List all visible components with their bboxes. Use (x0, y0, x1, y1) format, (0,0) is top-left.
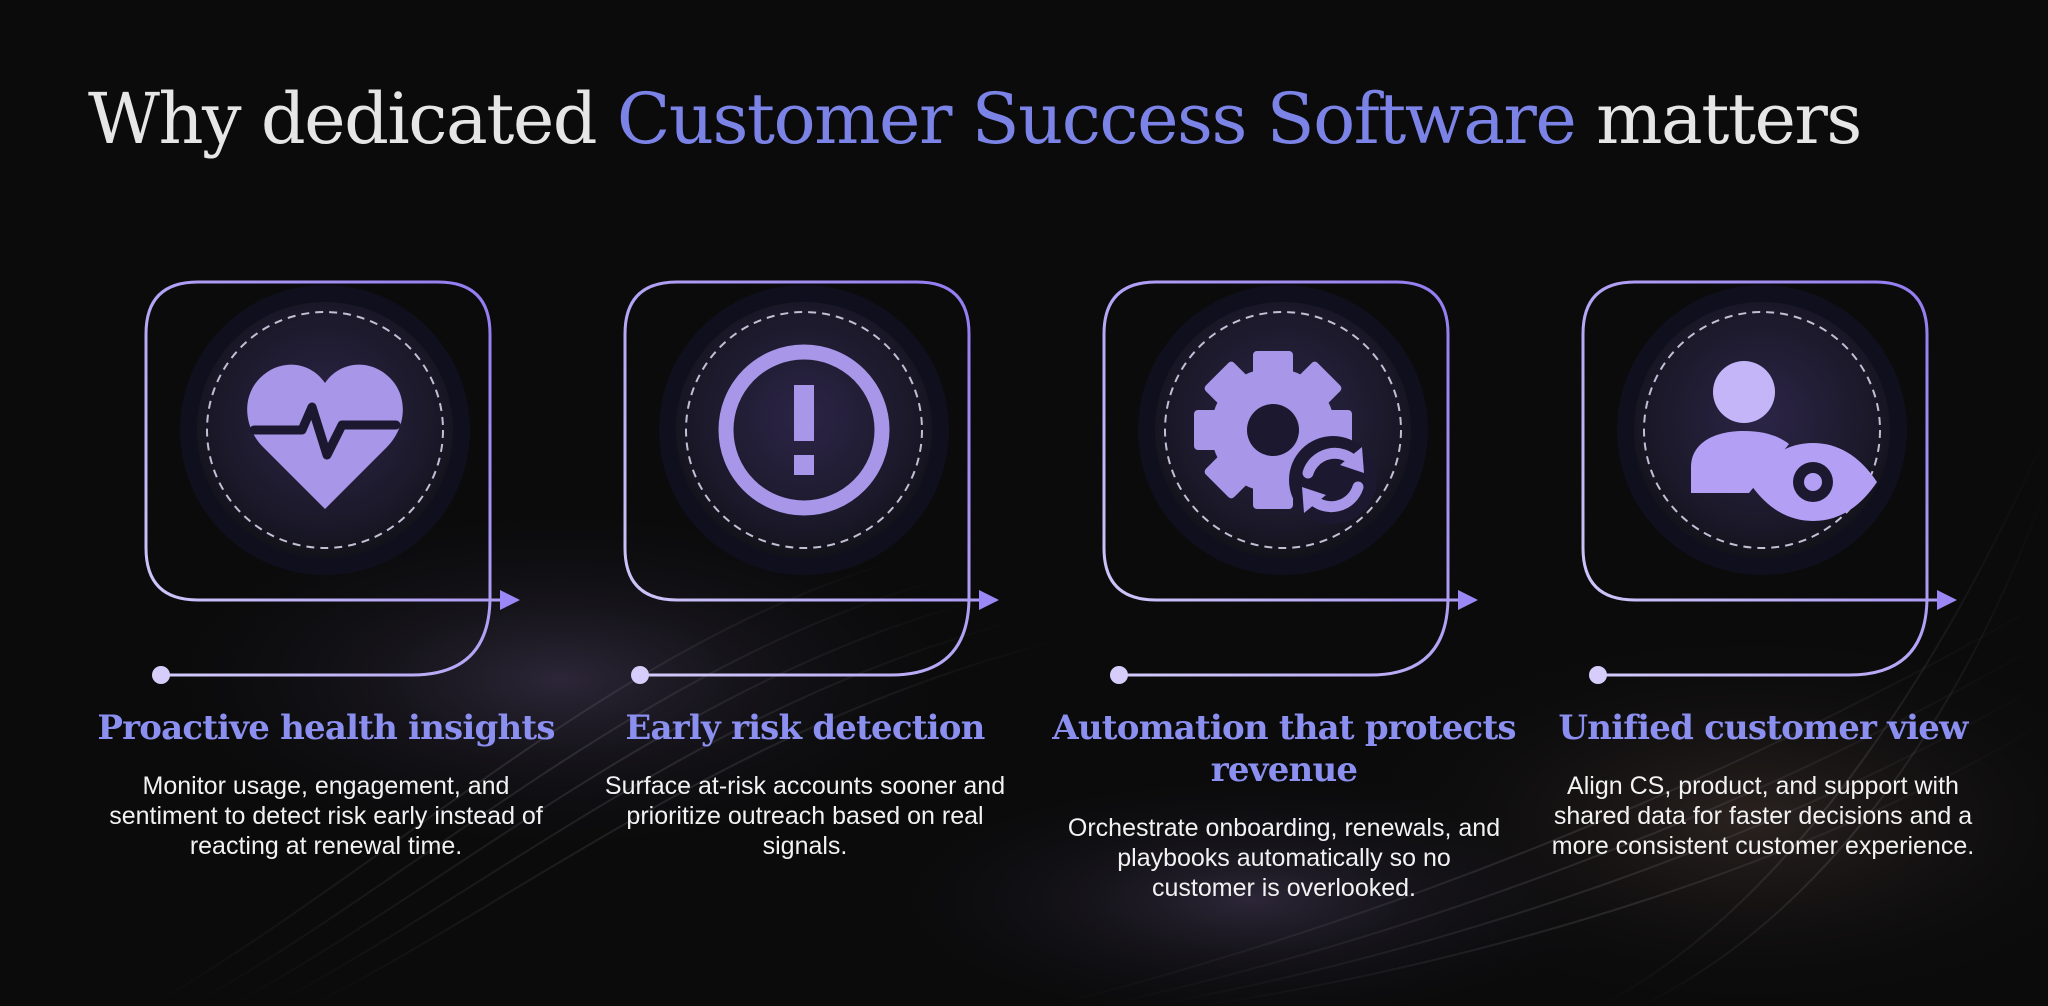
page-title: Why dedicated Customer Success Software … (88, 84, 1862, 154)
card-title: Early risk detection (625, 708, 985, 748)
feature-card-health: Proactive health insights Monitor usage,… (86, 0, 566, 1006)
user-eye-icon (1629, 297, 1895, 563)
card-description: Align CS, product, and support with shar… (1551, 772, 1975, 860)
title-highlight: Customer Success Software (616, 78, 1577, 160)
card-title: Unified customer view (1558, 708, 1968, 748)
card-description: Orchestrate onboarding, renewals, and pl… (1067, 814, 1501, 902)
title-suffix: matters (1575, 78, 1862, 160)
feature-card-unified-view: Unified customer view Align CS, product,… (1523, 0, 2003, 1006)
card-title: Proactive health insights (97, 708, 555, 748)
card-description: Surface at-risk accounts sooner and prio… (604, 772, 1006, 860)
feature-card-automation: Automation that protects revenue Orchest… (1044, 0, 1524, 1006)
feature-card-risk: Early risk detection Surface at-risk acc… (565, 0, 1045, 1006)
card-description: Monitor usage, engagement, and sentiment… (109, 772, 543, 860)
alert-circle-icon (671, 297, 937, 563)
gear-sync-icon (1150, 297, 1416, 563)
card-title: Automation that protects revenue (1052, 708, 1516, 790)
heart-pulse-icon (192, 297, 458, 563)
title-prefix: Why dedicated (88, 78, 617, 160)
